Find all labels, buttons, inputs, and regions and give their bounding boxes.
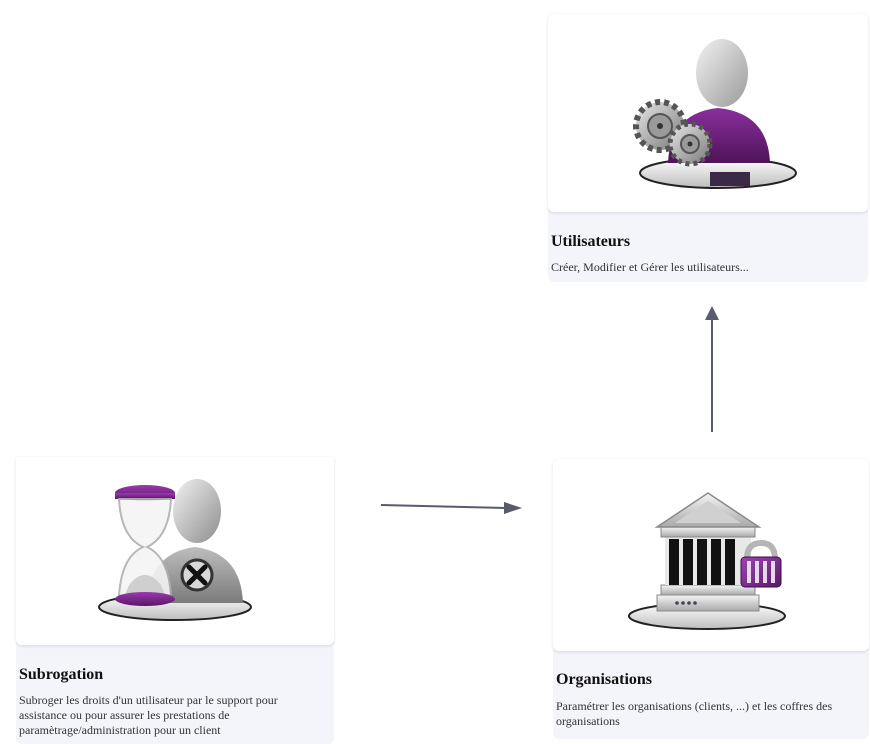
bank-building-icon: [628, 492, 786, 630]
icon-panel[interactable]: [553, 459, 869, 651]
icon-panel[interactable]: [548, 14, 868, 212]
user-hourglass-icon: [98, 479, 252, 621]
icon-panel[interactable]: [16, 457, 334, 645]
arrow-right-icon: [380, 502, 522, 514]
card-subrogation[interactable]: Subrogation Subroger les droits d'un uti…: [16, 457, 334, 744]
user-gears-icon: [633, 39, 797, 189]
card-description: Paramétrer les organisations (clients, .…: [556, 699, 833, 728]
card-title[interactable]: Organisations: [556, 671, 653, 688]
card-utilisateurs[interactable]: Utilisateurs Créer, Modifier et Gérer le…: [548, 14, 868, 282]
card-title[interactable]: Utilisateurs: [551, 233, 631, 250]
card-description: Subroger les droits d'un utilisateur par…: [19, 693, 278, 737]
card-organisations[interactable]: Organisations Paramétrer les organisatio…: [553, 459, 869, 739]
arrow-up-icon: [705, 306, 719, 432]
card-title[interactable]: Subrogation: [19, 666, 104, 683]
card-description: Créer, Modifier et Gérer les utilisateur…: [551, 260, 749, 274]
